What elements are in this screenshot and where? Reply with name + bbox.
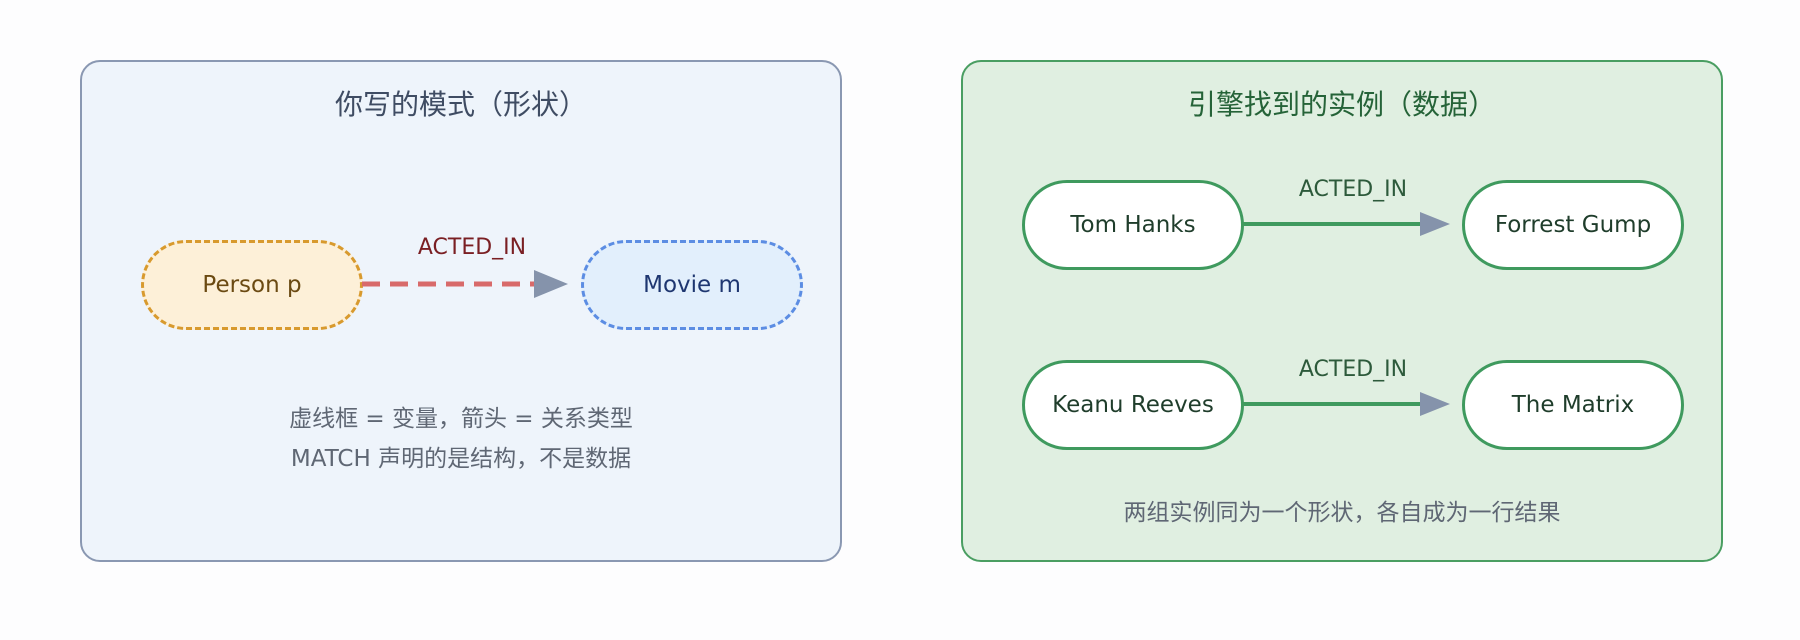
instance-row-1-from-label: Tom Hanks: [1070, 212, 1196, 238]
instance-row-2-to-node: The Matrix: [1462, 360, 1684, 450]
instance-row-2-to-label: The Matrix: [1511, 392, 1635, 418]
instance-row-2-relationship-label: ACTED_IN: [1298, 357, 1408, 382]
pattern-panel: 你写的模式（形状） Person p ACTED_IN Movie m 虚线框 …: [80, 60, 842, 562]
instance-row-1-from-node: Tom Hanks: [1022, 180, 1244, 270]
pattern-relationship-label: ACTED_IN: [417, 235, 527, 260]
person-node: Person p: [141, 240, 363, 330]
instance-row-1-to-label: Forrest Gump: [1494, 212, 1652, 238]
movie-node-label: Movie m: [643, 272, 741, 298]
instance-row-2-from-node: Keanu Reeves: [1022, 360, 1244, 450]
instance-panel-title: 引擎找到的实例（数据）: [1187, 88, 1496, 121]
instance-row-1-relationship-label: ACTED_IN: [1298, 177, 1408, 202]
instance-caption: 两组实例同为一个形状，各自成为一行结果: [1123, 500, 1561, 526]
person-node-label: Person p: [202, 272, 302, 298]
instance-row-1-to-node: Forrest Gump: [1462, 180, 1684, 270]
instance-row-2-from-label: Keanu Reeves: [1052, 392, 1214, 418]
movie-node: Movie m: [581, 240, 803, 330]
pattern-caption-line2: MATCH 声明的是结构，不是数据: [290, 446, 632, 472]
instance-panel: 引擎找到的实例（数据） Tom Hanks ACTED_IN Forrest G…: [961, 60, 1723, 562]
pattern-panel-title: 你写的模式（形状）: [334, 88, 587, 121]
pattern-caption-line1: 虚线框 = 变量，箭头 = 关系类型: [289, 406, 633, 432]
